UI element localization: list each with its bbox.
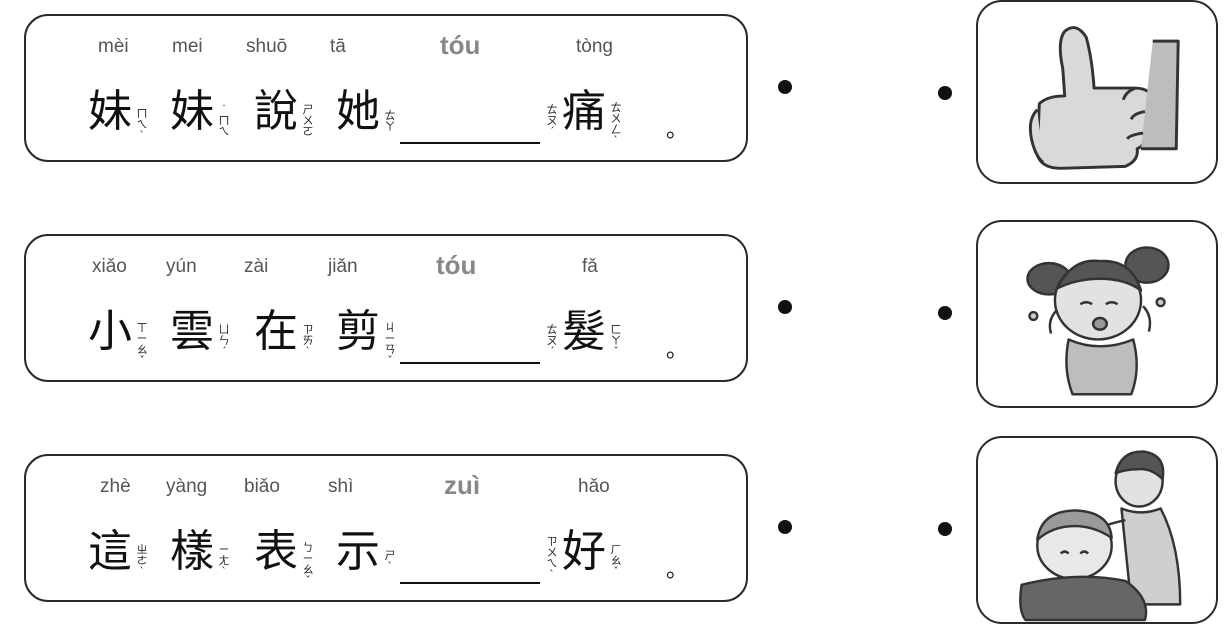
zhuyin-3-2: ㄧㄤˋ [218,543,230,578]
sentence-end-3: 。 [666,558,689,583]
zhuyin-2-4: ㄐㄧㄢˇ [384,321,396,367]
zhuyin-2-answer: ㄊㄡˊ [546,323,558,358]
pinyin-2-answer: tóu [436,250,477,280]
sentence-card-1: mèi mei shuō tā tóu tòng 妹 ㄇㄟˋ 妹 ˙ㄇㄟ 說 ㄕ… [24,14,748,162]
sentence-card-2: xiǎo yún zài jiǎn tóu fǎ 小 ㄒㄧㄠˇ 雲 ㄩㄣˊ 在 … [24,234,748,382]
picture-card-1[interactable] [976,0,1218,184]
match-dot-right-3[interactable] [938,522,952,536]
hanzi-2-4: 剪 [336,306,380,357]
hanzi-2-2: 雲 [170,306,214,357]
match-dot-left-3[interactable] [778,520,792,534]
zhuyin-3-answer: ㄗㄨㄟˋ [546,535,558,581]
sentence-card-3: zhè yàng biǎo shì zuì hǎo 這 ㄓㄜˋ 樣 ㄧㄤˋ 表 … [24,454,748,602]
zhuyin-3-1: ㄓㄜˋ [136,543,148,578]
pinyin-3-4: shì [328,476,354,497]
match-dot-right-1[interactable] [938,86,952,100]
pinyin-3-2: yàng [166,476,208,497]
sentence-end-2: 。 [666,338,689,363]
answer-blank-1[interactable] [400,142,540,144]
pinyin-3-6: hǎo [578,476,610,497]
crying-girl-icon [1026,246,1170,396]
pinyin-2-3: zài [244,256,269,277]
answer-blank-2[interactable] [400,362,540,364]
picture-card-3[interactable] [976,436,1218,624]
pinyin-1-2: mei [172,36,203,57]
zhuyin-1-4: ㄊㄚ [384,109,396,133]
hanzi-3-6: 好 [562,526,606,577]
haircut-icon [1019,450,1182,622]
zhuyin-2-6: ㄈㄚˇ [610,323,622,358]
zhuyin-2-1: ㄒㄧㄠˇ [136,321,148,367]
pinyin-3-answer: zuì [444,470,481,500]
match-dot-left-1[interactable] [778,80,792,94]
zhuyin-2-2: ㄩㄣˊ [218,323,230,358]
sentence-end-1: 。 [666,118,689,143]
answer-blank-3[interactable] [400,582,540,584]
hanzi-2-6: 髮 [562,306,606,357]
zhuyin-1-1: ㄇㄟˋ [136,107,148,142]
pinyin-1-answer: tóu [440,30,481,60]
zhuyin-3-3: ㄅㄧㄠˇ [302,541,314,587]
match-dot-left-2[interactable] [778,300,792,314]
pinyin-2-1: xiǎo [92,256,127,277]
hanzi-1-6: 痛 [562,86,606,137]
pinyin-1-1: mèi [98,36,129,57]
zhuyin-3-4: ㄕˋ [384,549,396,573]
zhuyin-1-6: ㄊㄨㄥˋ [610,101,622,147]
hanzi-3-1: 這 [88,526,132,577]
hanzi-1-1: 妹 [88,86,132,137]
zhuyin-3-6: ㄏㄠˇ [610,543,622,578]
hanzi-2-1: 小 [88,306,132,357]
hanzi-1-3: 說 [254,86,298,137]
hanzi-3-2: 樣 [170,526,214,577]
hanzi-2-3: 在 [254,306,298,357]
match-dot-right-2[interactable] [938,306,952,320]
pinyin-1-6: tòng [576,36,613,57]
zhuyin-1-2: ˙ㄇㄟ [218,103,230,138]
hanzi-1-4: 她 [336,86,380,137]
zhuyin-2-3: ㄗㄞˋ [302,323,314,358]
hanzi-3-4: 示 [336,526,380,577]
pinyin-1-4: tā [330,36,346,57]
pinyin-3-1: zhè [100,476,131,497]
hanzi-1-2: 妹 [170,86,214,137]
hanzi-3-3: 表 [254,526,298,577]
pinyin-2-4: jiǎn [328,256,358,277]
zhuyin-1-answer: ㄊㄡˊ [546,103,558,138]
pinyin-3-3: biǎo [244,476,280,497]
pinyin-2-6: fǎ [582,256,598,277]
picture-card-2[interactable] [976,220,1218,408]
pinyin-1-3: shuō [246,36,288,57]
pinyin-2-2: yún [166,256,197,277]
zhuyin-1-3: ㄕㄨㄛ [302,103,314,138]
thumbs-up-icon [1028,26,1180,170]
